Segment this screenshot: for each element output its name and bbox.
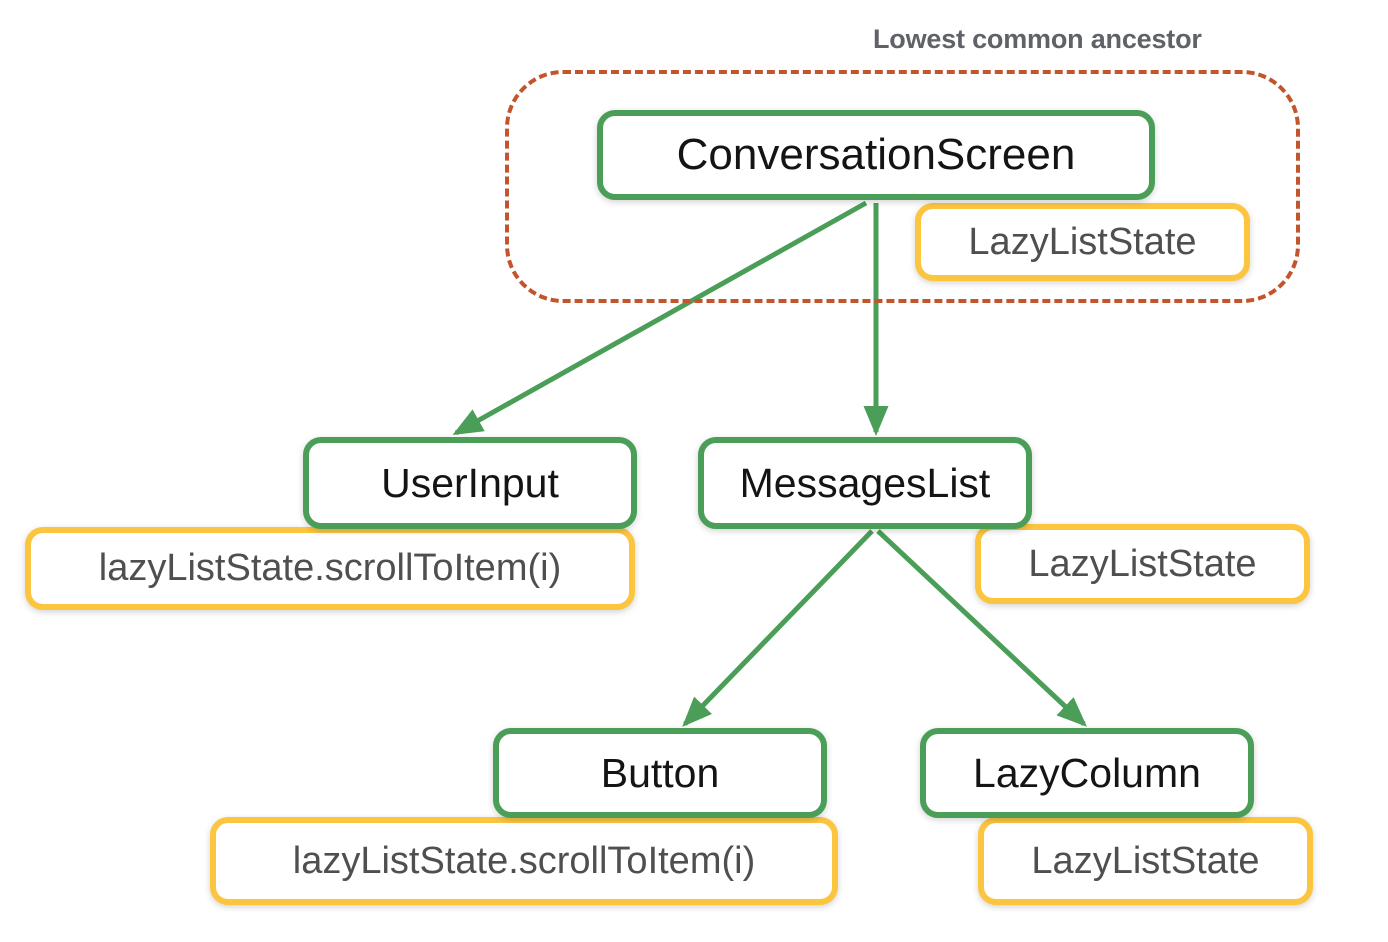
badge-messages-list-state[interactable]: LazyListState bbox=[975, 524, 1310, 604]
badge-conversation-screen-state-label: LazyListState bbox=[968, 220, 1197, 263]
edge-messages-list-to-button bbox=[682, 529, 874, 727]
node-lazy-column-label: LazyColumn bbox=[973, 749, 1201, 796]
node-button[interactable]: Button bbox=[493, 728, 827, 818]
badge-user-input-state-label: lazyListState.scrollToItem(i) bbox=[98, 547, 562, 589]
lowest-common-ancestor-label: Lowest common ancestor bbox=[873, 24, 1202, 54]
badge-lazy-column-state[interactable]: LazyListState bbox=[978, 817, 1313, 905]
badge-messages-list-state-label: LazyListState bbox=[1028, 542, 1257, 585]
node-button-label: Button bbox=[600, 749, 720, 796]
node-conversation-screen-label: ConversationScreen bbox=[676, 130, 1076, 179]
badge-button-state-label: lazyListState.scrollToItem(i) bbox=[292, 839, 756, 882]
node-user-input-label: UserInput bbox=[381, 459, 559, 506]
node-conversation-screen[interactable]: ConversationScreen bbox=[597, 110, 1155, 200]
node-user-input[interactable]: UserInput bbox=[303, 437, 637, 529]
node-messages-list[interactable]: MessagesList bbox=[698, 437, 1032, 529]
lowest-common-ancestor-group-outline bbox=[505, 70, 1300, 303]
badge-lazy-column-state-label: LazyListState bbox=[1031, 839, 1260, 882]
node-lazy-column[interactable]: LazyColumn bbox=[920, 728, 1254, 818]
badge-user-input-state[interactable]: lazyListState.scrollToItem(i) bbox=[25, 527, 635, 610]
node-messages-list-label: MessagesList bbox=[739, 459, 991, 506]
badge-button-state[interactable]: lazyListState.scrollToItem(i) bbox=[210, 817, 838, 905]
badge-conversation-screen-state[interactable]: LazyListState bbox=[915, 203, 1250, 281]
